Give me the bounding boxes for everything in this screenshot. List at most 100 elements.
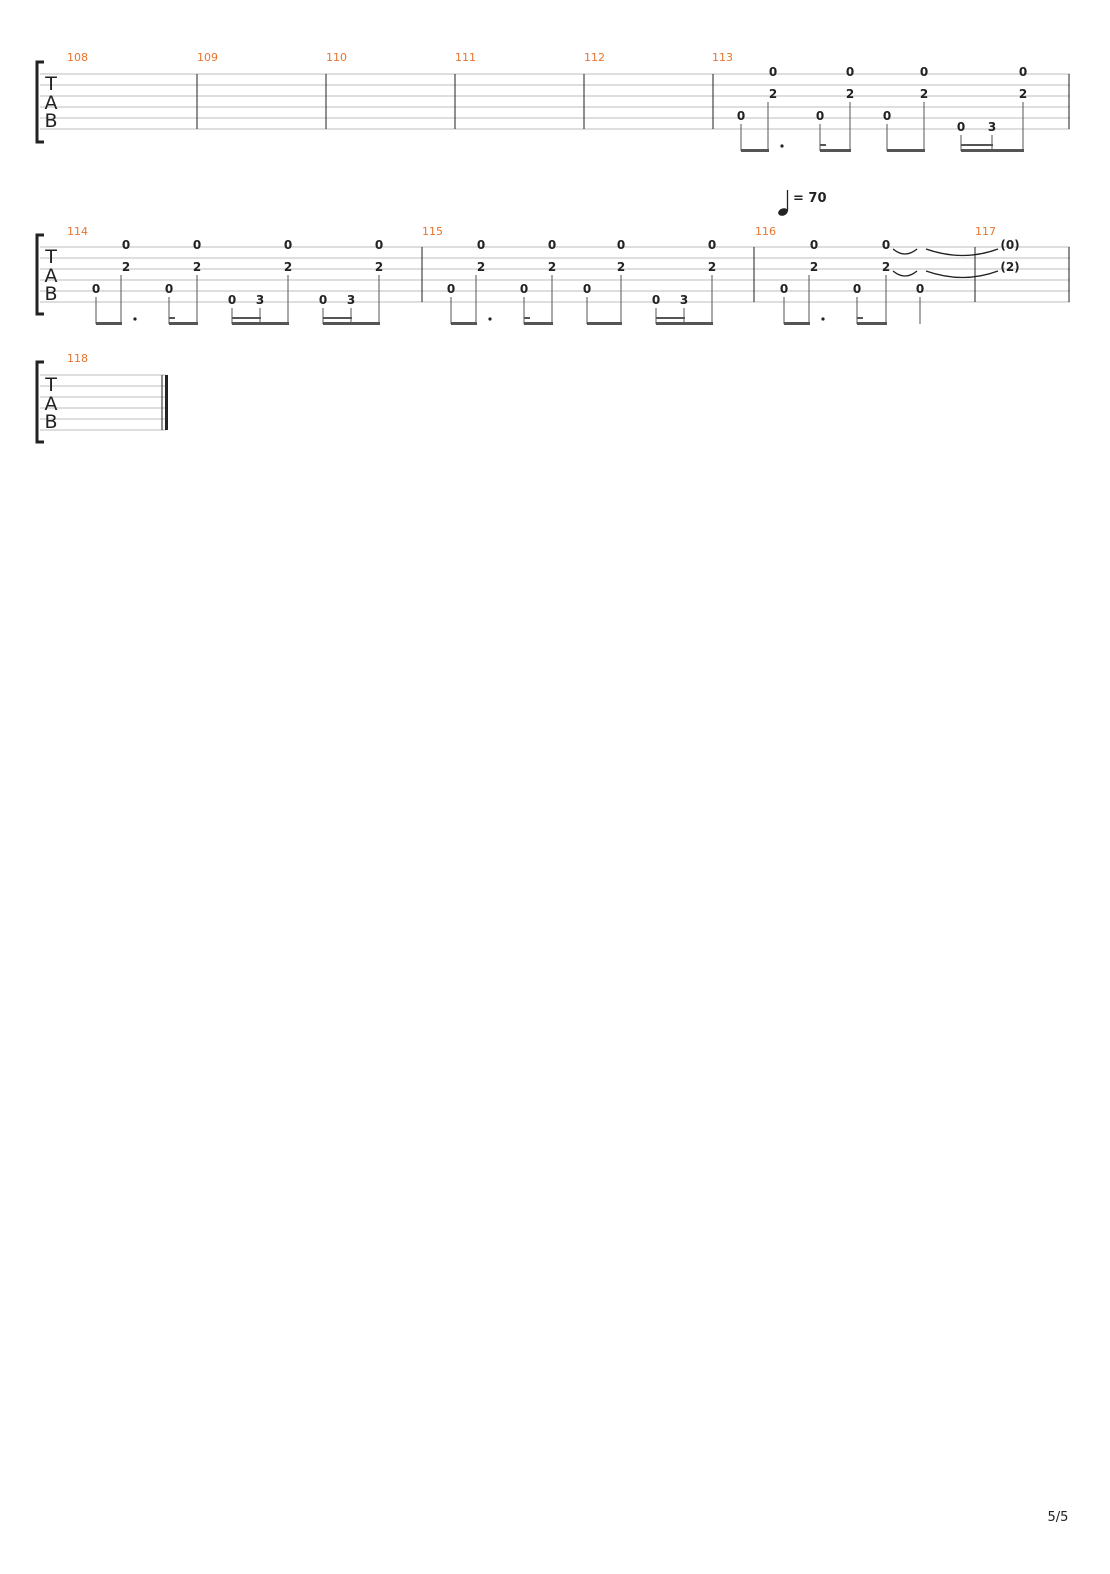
fret-number: 0 (708, 238, 716, 252)
fret-number: 3 (680, 293, 688, 307)
rhythm-beams (741, 144, 1024, 152)
tab-staff-lines (40, 73, 1070, 130)
fret-number: 0 (548, 238, 556, 252)
tab-clef-a: A (45, 393, 58, 415)
fret-number: 0 (737, 109, 745, 123)
fret-number: 0 (883, 109, 891, 123)
dot (488, 317, 492, 321)
fret-number: 2 (122, 260, 130, 274)
tab-clef-a: A (45, 92, 58, 114)
fret-number: 0 (957, 120, 965, 134)
fret-number: (2) (1000, 260, 1019, 274)
fret-number: 0 (816, 109, 824, 123)
fret-number: 3 (347, 293, 355, 307)
fret-number: 2 (846, 87, 854, 101)
tab-clef-b: B (44, 110, 57, 132)
measure-number: 112 (584, 51, 605, 64)
fret-number: 2 (882, 260, 890, 274)
tab-system-3: T A B 118 (35, 352, 168, 444)
fret-number: 2 (769, 87, 777, 101)
fret-number: 2 (477, 260, 485, 274)
measure-number: 117 (975, 225, 996, 238)
measure-number: 113 (712, 51, 733, 64)
fret-number: 0 (846, 65, 854, 79)
system-bracket (35, 60, 44, 144)
dot (821, 317, 825, 321)
fret-number: 0 (447, 282, 455, 296)
tab-system-1: T A B 108 109 110 111 112 113 0 0 2 0 0 (35, 51, 1070, 152)
system-bracket (35, 360, 44, 444)
fret-number: 0 (375, 238, 383, 252)
fret-number: (0) (1000, 238, 1019, 252)
rhythm-stems (95, 275, 921, 324)
fret-number: 0 (920, 65, 928, 79)
tab-staff-lines (40, 246, 1070, 303)
barlines (421, 247, 1070, 302)
measure-numbers: 108 109 110 111 112 113 (67, 51, 733, 64)
fret-number: 0 (284, 238, 292, 252)
tab-staff-lines (40, 374, 166, 431)
tab-clef-t: T (44, 246, 57, 268)
tab-notes: 0 0 2 0 0 2 0 0 2 0 3 0 2 (737, 65, 1027, 134)
fret-number: 2 (284, 260, 292, 274)
measure-numbers: 114 115 116 117 (67, 225, 996, 238)
fret-number: 2 (375, 260, 383, 274)
measure-number: 114 (67, 225, 88, 238)
fret-number: 2 (1019, 87, 1027, 101)
fret-number: 0 (122, 238, 130, 252)
fret-number: 2 (920, 87, 928, 101)
fret-number: 3 (256, 293, 264, 307)
tab-clef-t: T (44, 73, 57, 95)
tab-clef-b: B (44, 283, 57, 305)
tab-clef-a: A (45, 265, 58, 287)
fret-number: 0 (810, 238, 818, 252)
fret-number: 0 (92, 282, 100, 296)
measure-number: 116 (755, 225, 776, 238)
tab-system-2: = 70 T A B 114 115 116 117 (35, 190, 1070, 325)
fret-number: 0 (769, 65, 777, 79)
tab-clef-b: B (44, 411, 57, 433)
system-bracket (35, 233, 44, 316)
tab-clef: T A B (44, 374, 57, 433)
dot (133, 317, 137, 321)
fret-number: 0 (882, 238, 890, 252)
tab-notes: 0 0 2 0 0 2 0 3 0 2 0 3 0 2 0 0 2 0 0 2 … (92, 238, 1020, 307)
measure-number: 115 (422, 225, 443, 238)
fret-number: 3 (988, 120, 996, 134)
fret-number: 2 (617, 260, 625, 274)
tab-clef-t: T (44, 374, 57, 396)
fret-number: 2 (708, 260, 716, 274)
ties (892, 248, 999, 279)
rhythm-stems (740, 102, 1024, 151)
barlines (196, 74, 1070, 129)
fret-number: 0 (853, 282, 861, 296)
fret-number: 0 (583, 282, 591, 296)
fret-number: 0 (916, 282, 924, 296)
final-barline (161, 375, 168, 430)
page-number: 5/5 (1047, 1510, 1069, 1525)
fret-number: 0 (477, 238, 485, 252)
dot (780, 144, 784, 148)
fret-number: 0 (520, 282, 528, 296)
fret-number: 0 (617, 238, 625, 252)
tab-clef: T A B (44, 73, 57, 132)
measure-number: 118 (67, 352, 88, 365)
measure-number: 109 (197, 51, 218, 64)
tempo-marking: = 70 (778, 190, 827, 216)
fret-number: 2 (193, 260, 201, 274)
fret-number: 0 (319, 293, 327, 307)
rhythm-beams (96, 317, 887, 325)
fret-number: 0 (652, 293, 660, 307)
fret-number: 0 (228, 293, 236, 307)
fret-number: 2 (810, 260, 818, 274)
fret-number: 2 (548, 260, 556, 274)
fret-number: 0 (780, 282, 788, 296)
fret-number: 0 (1019, 65, 1027, 79)
quarter-note-icon (778, 208, 788, 216)
fret-number: 0 (193, 238, 201, 252)
measure-number: 110 (326, 51, 347, 64)
fret-number: 0 (165, 282, 173, 296)
tab-clef: T A B (44, 246, 57, 305)
